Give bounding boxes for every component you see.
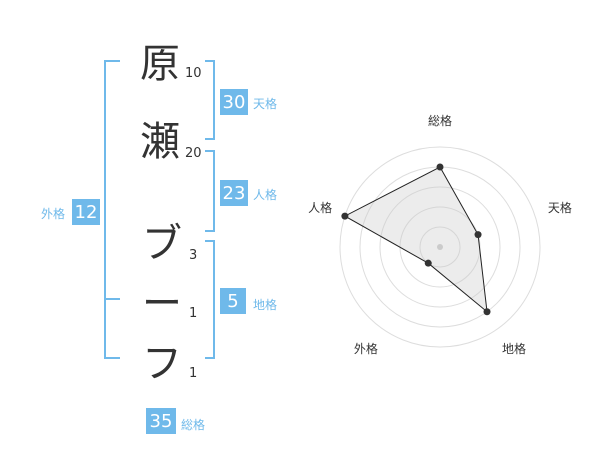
radar-ring (359, 166, 521, 328)
stroke-count-1: 10 (185, 66, 202, 81)
tenkaku-bracket-line (213, 60, 215, 140)
tenkaku-bracket-bottom (205, 138, 215, 140)
radar-ring (339, 146, 541, 348)
gaikaku-bracket-line (104, 60, 106, 359)
chikaku-bracket-top (205, 240, 215, 242)
gaikaku-label: 外格 (41, 207, 66, 221)
name-char-4: ー (142, 281, 182, 327)
name-char-1: 原 (140, 41, 180, 87)
gaikaku-bracket-mid (104, 298, 120, 300)
chikaku-label: 地格 (253, 298, 278, 312)
radar-center-dot (437, 244, 443, 250)
name-char-2: 瀬 (140, 119, 180, 165)
radar-axis-label-1: 総格 (428, 113, 452, 128)
chikaku-bracket-line (213, 240, 215, 359)
chikaku-bracket-bottom (205, 357, 215, 359)
radar-axis-label-5: 人格 (308, 200, 332, 215)
radar-point-3 (483, 308, 491, 316)
radar-point-5 (341, 212, 349, 220)
name-char-5: フ (142, 341, 182, 387)
gaikaku-bracket-bottom (104, 357, 120, 359)
name-char-3: ブ (142, 221, 182, 267)
radar-point-4 (424, 259, 432, 267)
tenkaku-bracket-top (205, 60, 215, 62)
radar-point-1 (436, 163, 444, 171)
radar-axis-label-3: 地格 (502, 341, 526, 356)
stroke-count-3: 3 (189, 248, 198, 263)
gaikaku-bracket-top (104, 60, 120, 62)
jinkaku-label: 人格 (253, 188, 278, 202)
jinkaku-bracket-line (213, 150, 215, 232)
jinkaku-bracket-top (205, 150, 215, 152)
chikaku-badge: 5 (220, 288, 246, 314)
jinkaku-bracket-bottom (205, 230, 215, 232)
stroke-count-5: 1 (189, 366, 198, 381)
radar-ring (399, 206, 481, 288)
tenkaku-badge: 30 (220, 89, 248, 115)
radar-ring (419, 226, 461, 268)
tenkaku-label: 天格 (253, 97, 278, 111)
stroke-count-4: 1 (189, 306, 198, 321)
radar-ring (379, 186, 501, 308)
radar-axis-label-4: 外格 (354, 341, 378, 356)
radar-polygon (343, 166, 488, 313)
radar-axis-label-2: 天格 (548, 200, 572, 215)
stroke-count-2: 20 (185, 146, 202, 161)
radar-point-2 (474, 231, 482, 239)
jinkaku-badge: 23 (220, 180, 248, 206)
soukaku-label: 総格 (181, 418, 206, 432)
gaikaku-badge: 12 (72, 199, 100, 225)
soukaku-badge: 35 (146, 408, 176, 434)
